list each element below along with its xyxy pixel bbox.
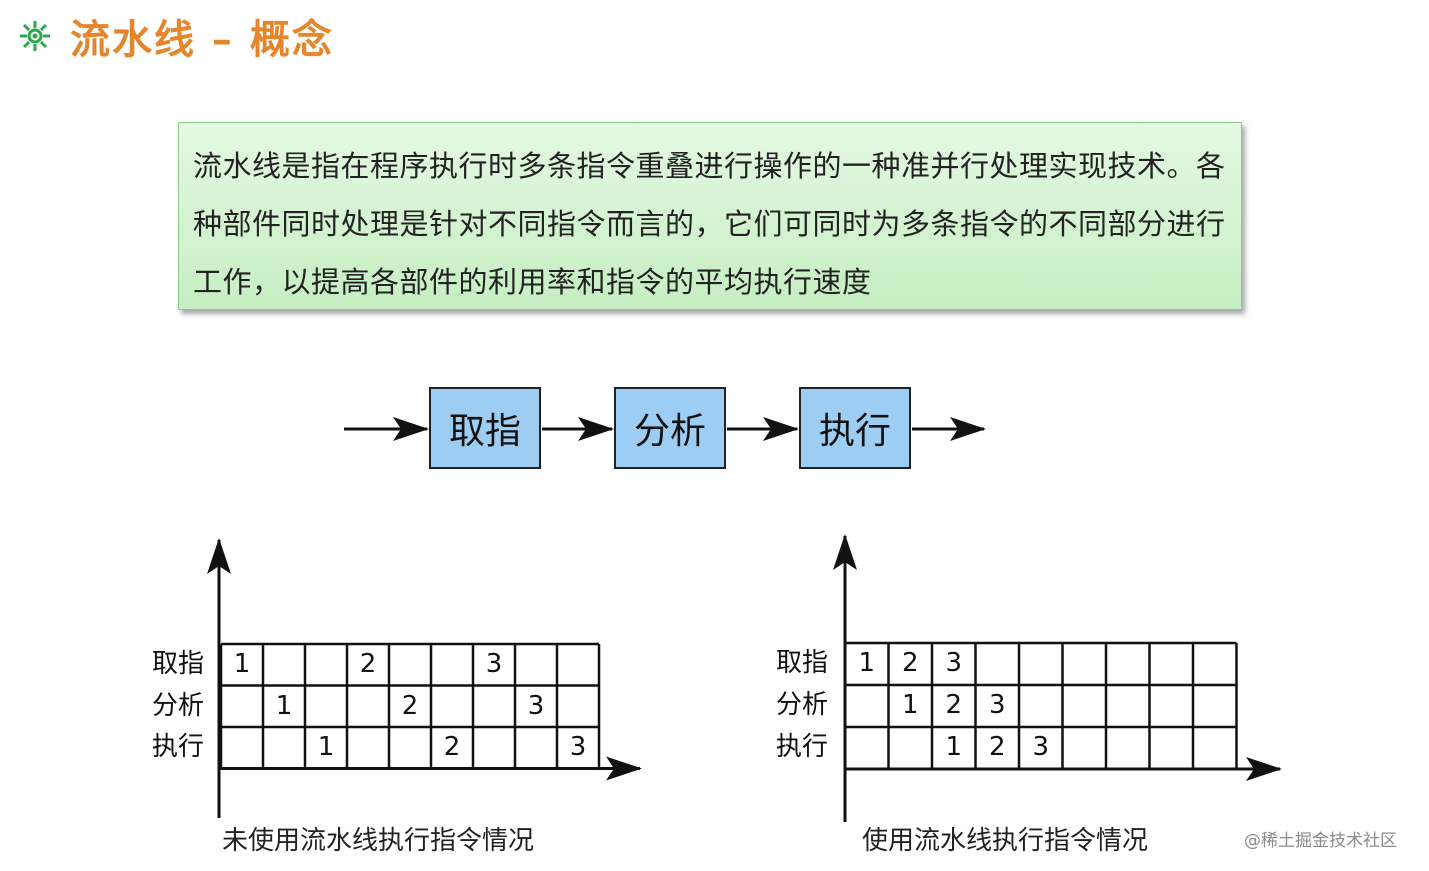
grid-cell-number: 3 bbox=[988, 690, 1006, 720]
grid-cell-number: 1 bbox=[233, 649, 251, 679]
chart-caption-pipeline: 使用流水线执行指令情况 bbox=[862, 826, 1149, 856]
stage-box-analyze: 分析 bbox=[614, 387, 726, 469]
grid-cell-number: 2 bbox=[401, 690, 419, 721]
page-title: 流水线 – 概念 bbox=[70, 16, 334, 63]
grid-cell-number: 3 bbox=[569, 732, 587, 762]
row-label: 取指 bbox=[776, 648, 829, 678]
grid-cell-number: 3 bbox=[945, 648, 963, 678]
definition-text: 流水线是指在程序执行时多条指令重叠进行操作的一种准并行处理实现技术。各种部件同时… bbox=[193, 149, 1226, 299]
chart-caption-no-pipeline: 未使用流水线执行指令情况 bbox=[222, 826, 535, 856]
grid-cell-number: 1 bbox=[901, 690, 919, 720]
stage-box-fetch: 取指 bbox=[429, 387, 541, 469]
grid-cell-number: 1 bbox=[275, 690, 293, 721]
slide-title: 流水线 – 概念 bbox=[18, 6, 334, 66]
row-label: 取指 bbox=[152, 649, 205, 679]
stage-label: 取指 bbox=[448, 411, 521, 452]
grid-cell-number: 3 bbox=[527, 690, 545, 721]
grid-cell-number: 2 bbox=[988, 732, 1006, 762]
grid-cell-number: 2 bbox=[443, 732, 461, 762]
watermark: @稀土掘金技术社区 bbox=[1244, 831, 1397, 851]
grid-cell-number: 1 bbox=[317, 732, 335, 762]
stage-box-execute: 执行 bbox=[799, 387, 911, 469]
grid-cell-number: 1 bbox=[945, 732, 963, 762]
stage-label: 执行 bbox=[818, 411, 891, 452]
stage-label: 分析 bbox=[633, 411, 706, 452]
flower-bullet-icon bbox=[20, 21, 50, 51]
row-label: 执行 bbox=[152, 732, 205, 762]
grid-cell-number: 3 bbox=[485, 649, 503, 679]
grid-cell-number: 2 bbox=[945, 690, 963, 720]
grid-cell-number: 1 bbox=[858, 648, 876, 678]
definition-box: 流水线是指在程序执行时多条指令重叠进行操作的一种准并行处理实现技术。各种部件同时… bbox=[178, 122, 1242, 310]
grid-cell-number: 2 bbox=[359, 649, 377, 679]
grid-cell-number: 3 bbox=[1032, 732, 1050, 762]
row-label: 分析 bbox=[152, 690, 205, 721]
grid-cell-number: 2 bbox=[901, 648, 919, 678]
row-label: 分析 bbox=[776, 690, 829, 720]
row-label: 执行 bbox=[776, 732, 829, 762]
